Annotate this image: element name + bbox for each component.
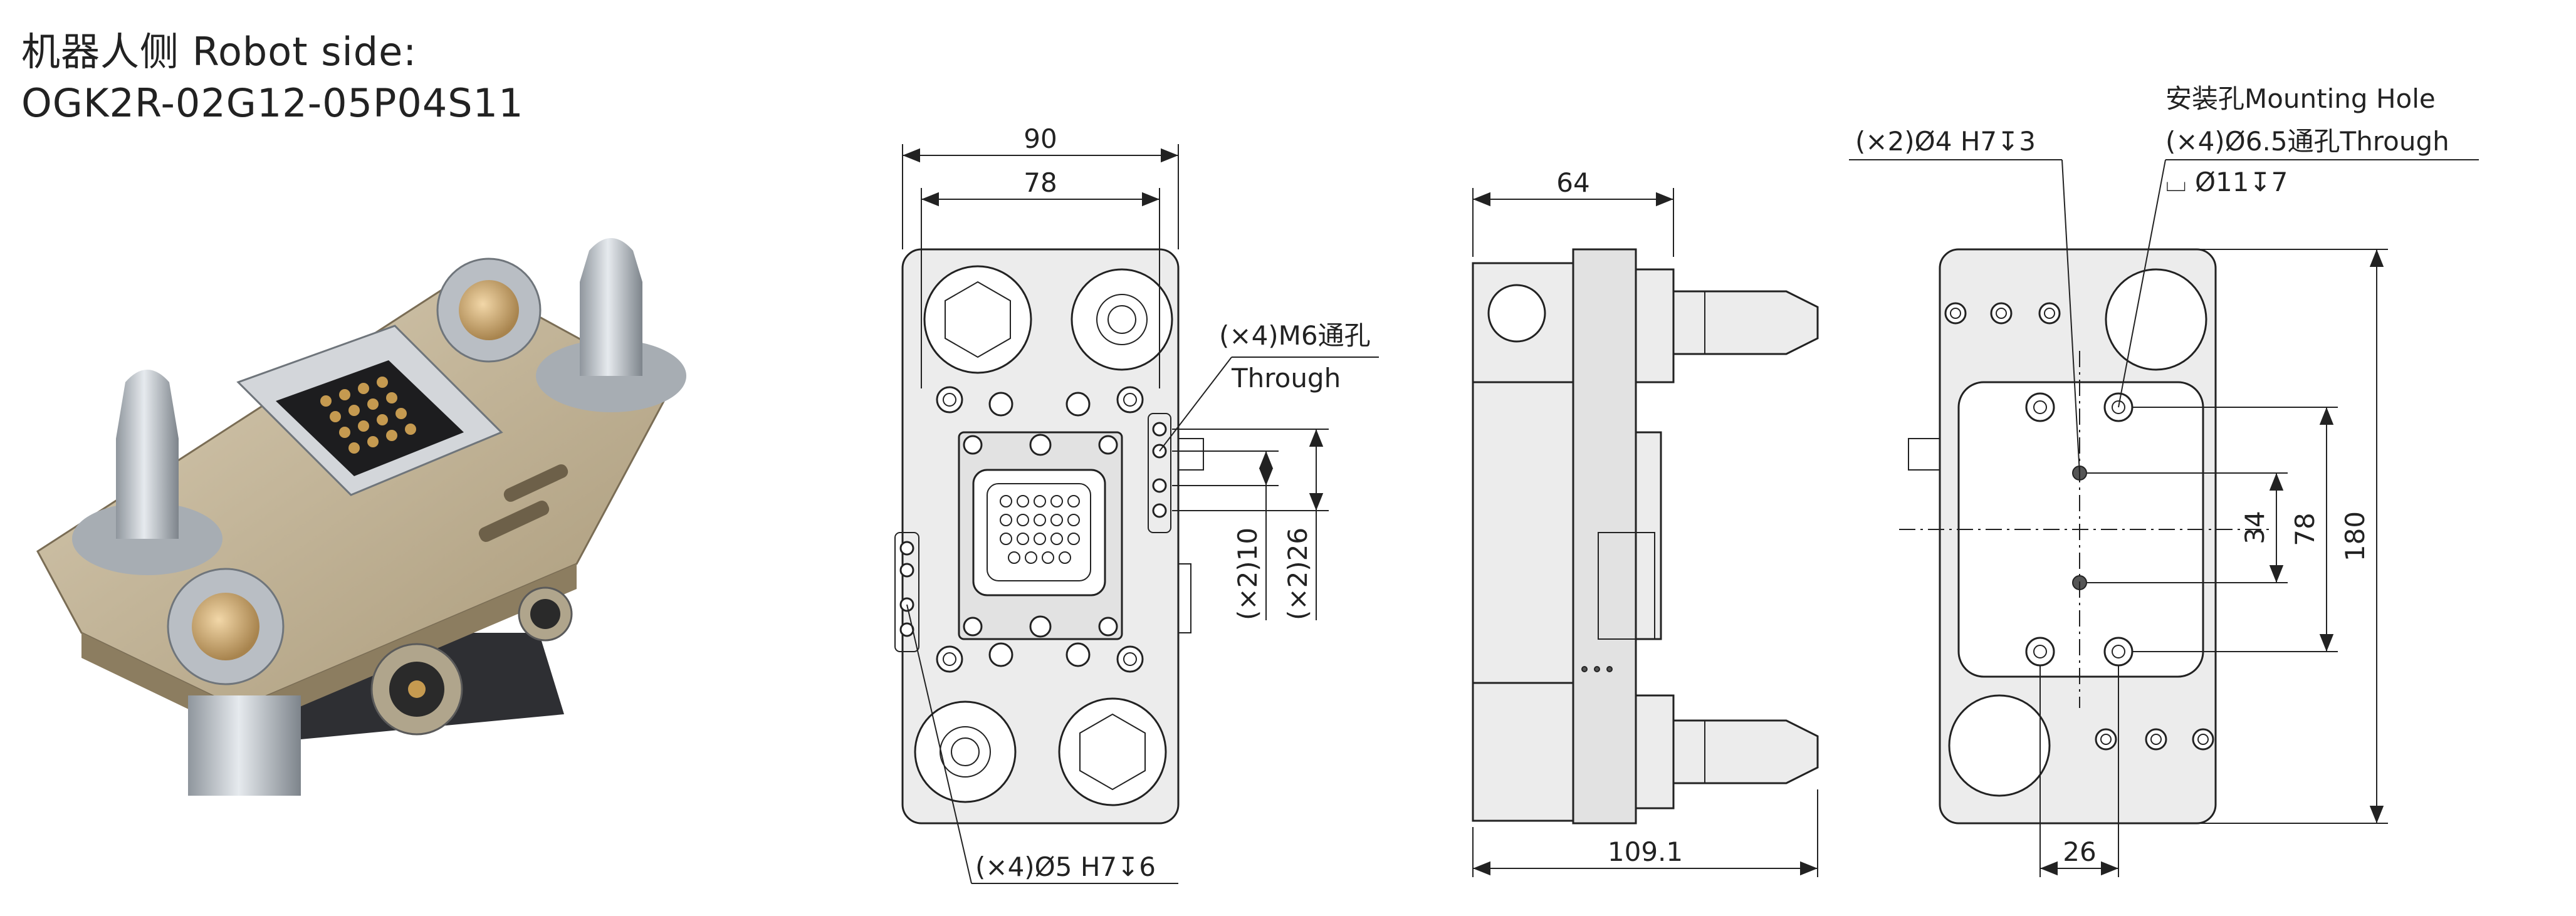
title-block: 机器人侧 Robot side: OGK2R-02G12-05P04S11 — [21, 26, 524, 129]
side-view: 64 109.1 — [1472, 167, 1819, 877]
rear-mounting-holes — [2025, 392, 2134, 667]
rear-port-bottom — [1948, 694, 2051, 797]
side-boss-top — [1635, 268, 1675, 383]
note-m6-line2: Through — [1231, 363, 1341, 393]
dim-label-26: (×2)26 — [1282, 528, 1313, 620]
note-pin-holes: (×4)Ø5 H7↧6 — [975, 851, 1156, 882]
rear-small-holes — [1944, 302, 2214, 751]
connector-face — [276, 360, 464, 476]
dim-label-26-rear: 26 — [2063, 836, 2096, 867]
dim-label-64: 64 — [1556, 167, 1589, 198]
front-port-bottom-right — [1058, 697, 1167, 806]
dim-label-34: 34 — [2239, 511, 2270, 544]
note-mount-line2: (×4)Ø6.5通孔Through — [2165, 126, 2449, 157]
front-connector-face — [972, 469, 1106, 596]
guide-pin-right — [536, 238, 686, 412]
title-line-1: 机器人侧 Robot side: — [21, 29, 417, 75]
pneumatic-port-bottom — [167, 568, 285, 685]
plate-slot — [503, 464, 568, 502]
side-connector — [1635, 431, 1662, 640]
title-line-2: OGK2R-02G12-05P04S11 — [21, 80, 524, 126]
connector-pins — [320, 377, 416, 454]
front-connector-pins — [1000, 495, 1080, 564]
note-m6-line1: (×4)M6通孔 — [1219, 320, 1371, 351]
guide-pin-bottom-side — [1672, 719, 1819, 784]
dim-label-78-rear: 78 — [2290, 513, 2320, 546]
side-boss-bottom — [1635, 694, 1675, 809]
dim-label-180: 180 — [2340, 511, 2370, 561]
front-view: 90 78 (×4)M6通孔 Through (×2)10 (×2)26 (×4… — [894, 123, 1379, 884]
hex-nut — [945, 281, 1011, 358]
plate-slot — [478, 501, 550, 542]
note-mount-line3: ⌴ Ø11↧7 — [2165, 167, 2288, 197]
note-dowel: (×2)Ø4 H7↧3 — [1855, 126, 2036, 157]
front-port-bottom-left — [914, 700, 1017, 803]
pneumatic-port-top — [436, 258, 542, 363]
side-body — [1472, 381, 1574, 684]
front-left-slot — [894, 532, 919, 652]
guide-pin-left — [72, 370, 223, 575]
bottom-cylinder — [188, 695, 301, 796]
dim-label-90: 90 — [1024, 123, 1057, 154]
rear-view: (×2)Ø4 H7↧3 安装孔Mounting Hole (×4)Ø6.5通孔T… — [1849, 83, 2479, 877]
m8-connector — [518, 586, 573, 642]
m12-connector — [370, 643, 463, 736]
dim-label-78: 78 — [1024, 167, 1057, 198]
dim-label-10: (×2)10 — [1232, 528, 1263, 620]
note-mount-line1: 安装孔Mounting Hole — [2165, 83, 2436, 114]
product-illustration — [36, 238, 686, 796]
dim-label-109: 109.1 — [1608, 836, 1683, 867]
guide-pin-top-side — [1672, 290, 1819, 355]
front-right-slot — [1148, 413, 1171, 533]
side-port-bottom — [1472, 682, 1574, 822]
rear-port-top — [2105, 268, 2207, 371]
front-port-top-right — [1071, 268, 1173, 371]
front-mounting-holes — [936, 386, 1144, 673]
side-plate — [1572, 248, 1637, 825]
front-port-top-left — [923, 265, 1032, 374]
